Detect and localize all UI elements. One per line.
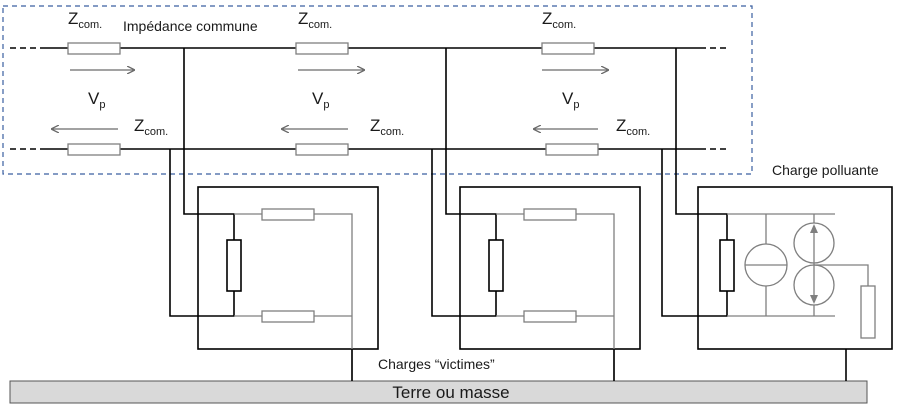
common-impedance-label: Impédance commune: [123, 18, 258, 34]
z-com-label-top-3: Zcom.: [542, 9, 576, 31]
z-com-resistor-bottom-2: [295, 143, 349, 156]
victim-load-2-resistor: [488, 239, 504, 292]
vp-label-1: Vp: [88, 89, 105, 111]
polluting-load-label: Charge polluante: [772, 162, 879, 178]
victim-load-2-feed-top: [445, 48, 497, 240]
z-com-labels: Zcom. Zcom. Zcom. Zcom. Zcom. Zcom.: [68, 9, 650, 138]
polluting-load: [661, 48, 893, 381]
z-com-label-bottom-3: Zcom.: [616, 116, 650, 138]
victim-load-2-wire-upper-right: [576, 213, 615, 381]
z-com-label-top-2: Zcom.: [298, 9, 332, 31]
z-com-resistor-bottom-1: [67, 143, 121, 156]
polluting-load-shunt-wire: [814, 264, 869, 286]
z-com-resistor-top-2: [295, 42, 349, 55]
victim-load-1-enclosure: [197, 186, 379, 350]
vp-label-2: Vp: [312, 89, 329, 111]
victim-load-2: [431, 48, 641, 381]
z-com-resistor-bottom-3: [545, 143, 599, 156]
ground-label: Terre ou masse: [392, 383, 509, 402]
z-com-label-bottom-1: Zcom.: [134, 116, 168, 138]
z-com-resistor-top-1: [67, 42, 121, 55]
victim-load-1-wire-upper-right: [314, 213, 353, 381]
victim-load-2-enclosure: [459, 186, 641, 350]
polluting-load-enclosure: [697, 186, 893, 350]
vp-label-3: Vp: [562, 89, 579, 111]
victim-load-1-resistor-lower: [261, 310, 315, 323]
victim-load-1-resistor: [226, 239, 242, 292]
ground-bar: [9, 380, 868, 404]
vp-labels: Vp Vp Vp: [88, 89, 579, 111]
z-com-label-bottom-2: Zcom.: [370, 116, 404, 138]
victim-load-1-feed-top: [183, 48, 235, 240]
z-com-label-top-1: Zcom.: [68, 9, 102, 31]
victim-load-2-feed-bottom: [431, 149, 497, 317]
current-arrows: [52, 70, 608, 129]
polluting-load-arrow-down-icon: [810, 295, 818, 304]
top-impedances: [67, 42, 595, 55]
victim-load-2-resistor-lower: [523, 310, 577, 323]
common-impedance-region: [2, 5, 753, 175]
polluting-load-feed-top: [675, 48, 728, 240]
bottom-impedances: [67, 143, 599, 156]
victim-load-1: [169, 48, 379, 381]
polluting-load-feed-bottom: [661, 149, 728, 317]
victim-load-2-resistor-upper: [523, 208, 577, 221]
z-com-resistor-top-3: [541, 42, 595, 55]
victim-load-1-resistor-upper: [261, 208, 315, 221]
polluting-load-shunt-resistor: [860, 285, 876, 339]
victim-load-1-feed-bottom: [169, 149, 235, 317]
polluting-load-arrow-up-icon: [810, 224, 818, 233]
polluting-load-resistor: [719, 239, 735, 292]
victim-loads-label: Charges “victimes”: [378, 356, 495, 372]
